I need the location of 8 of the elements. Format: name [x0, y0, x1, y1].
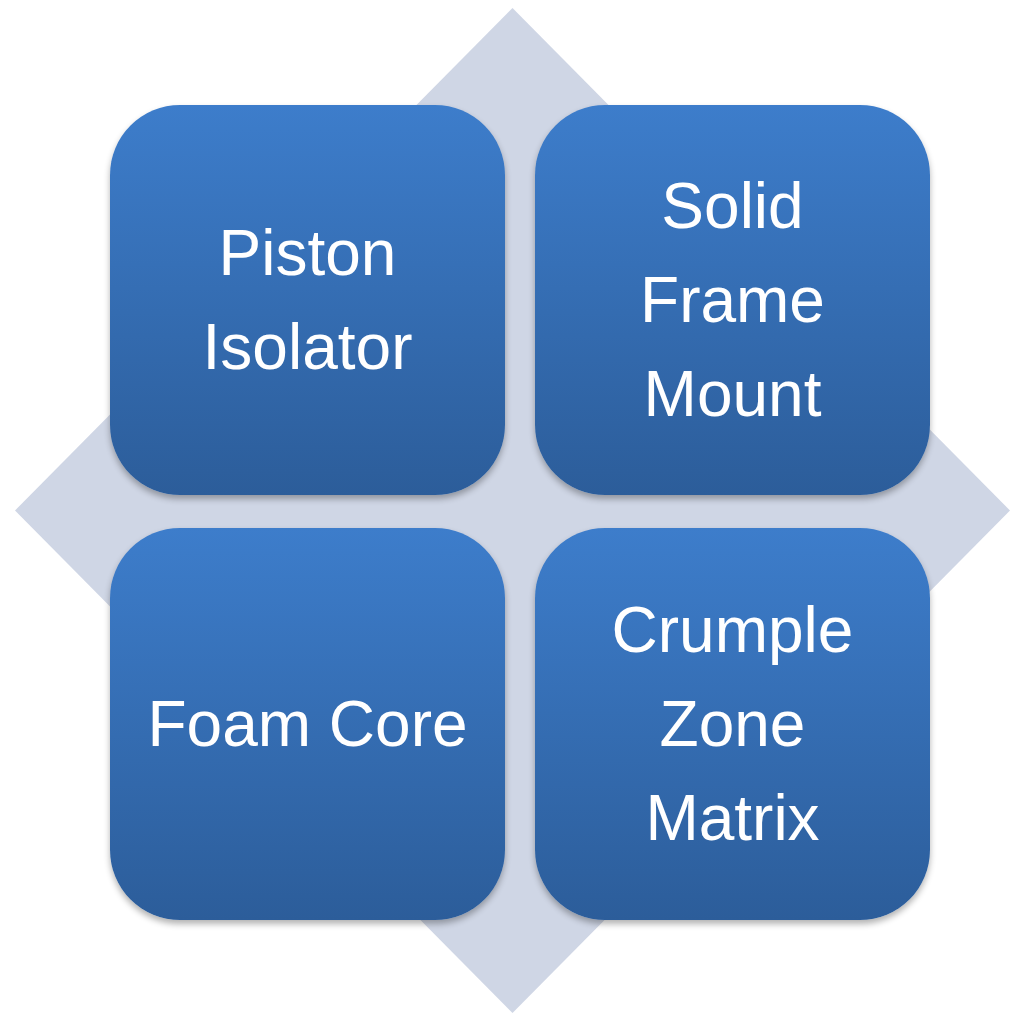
box-label: Piston Isolator — [201, 216, 414, 385]
box-label: Solid Frame Mount — [639, 169, 826, 432]
rounded-box — [110, 105, 505, 495]
rounded-box — [535, 105, 930, 495]
box-label: Crumple Zone Matrix — [610, 593, 855, 856]
box-label: Foam Core — [146, 687, 469, 762]
rounded-box — [535, 528, 930, 920]
rounded-box — [110, 528, 505, 920]
